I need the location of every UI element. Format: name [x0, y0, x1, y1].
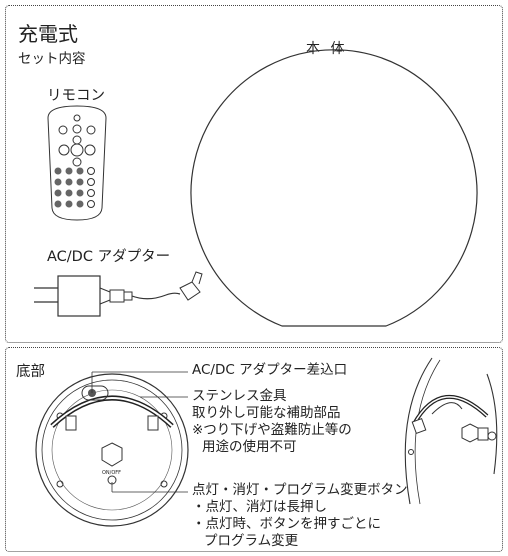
lamp-body-illustration — [190, 49, 478, 327]
onoff-switch-label: ON/OFF — [102, 470, 122, 476]
adapter-label: AC/DC アダプター — [47, 249, 171, 265]
button-line3: ・点灯時、ボタンを押すごとに — [192, 516, 381, 532]
bracket-line3: ※つり下げや盗難防止等の — [192, 422, 352, 438]
remote-control-illustration — [47, 105, 107, 221]
bracket-line4: 用途の使用不可 — [202, 439, 297, 455]
bracket-line2: 取り外し可能な補助部品 — [192, 405, 341, 421]
bracket-side-illustration — [404, 357, 498, 505]
bracket-title: ステンレス金具 — [192, 388, 287, 404]
adapter-port-callout: AC/DC アダプター差込口 — [192, 362, 347, 379]
remote-label: リモコン — [47, 88, 105, 104]
button-line4: プログラム変更 — [204, 533, 299, 549]
top-panel — [5, 5, 503, 343]
charging-title: 充電式 — [18, 22, 78, 46]
button-title: 点灯・消灯・プログラム変更ボタン — [192, 482, 408, 498]
body-label: 本 体 — [306, 41, 348, 57]
set-contents-label: セット内容 — [18, 51, 86, 67]
adapter-port-title: AC/DC アダプター差込口 — [192, 362, 348, 378]
bracket-callout: ステンレス金具 取り外し可能な補助部品 ※つり下げや盗難防止等の 用途の使用不可 — [192, 388, 352, 456]
button-line2: ・点灯、消灯は長押し — [192, 499, 327, 515]
bottom-label: 底部 — [16, 364, 45, 380]
adapter-illustration — [34, 271, 203, 317]
base-bottom-illustration — [35, 373, 189, 527]
bottom-panel — [5, 347, 503, 552]
button-callout: 点灯・消灯・プログラム変更ボタン ・点灯、消灯は長押し ・点灯時、ボタンを押すご… — [192, 482, 408, 550]
